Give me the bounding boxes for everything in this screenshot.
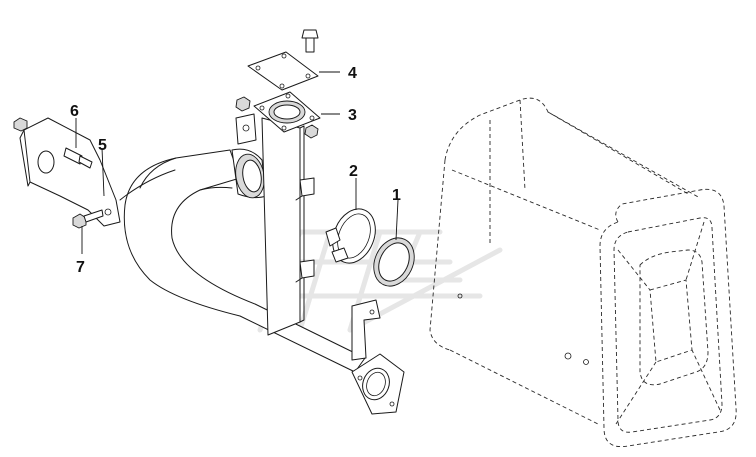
part-4-cover-plate <box>247 29 319 91</box>
flange-nuts <box>235 96 319 139</box>
callout-6: 6 <box>70 103 79 120</box>
exhaust-pipe <box>123 148 366 373</box>
callout-3: 3 <box>348 107 357 124</box>
callout-5: 5 <box>98 137 107 154</box>
muffler-body <box>429 97 701 426</box>
part-3-flange-plate <box>253 91 321 133</box>
callout-1: 1 <box>392 187 401 204</box>
outlet-flange <box>351 299 405 415</box>
leader-lines <box>75 71 399 254</box>
vertical-pipe <box>235 113 315 336</box>
muffler-end-frame <box>599 188 737 448</box>
part-6-bolt <box>63 147 93 169</box>
callout-4: 4 <box>348 65 357 82</box>
callout-7: 7 <box>76 259 85 276</box>
part-1-gasket-ring <box>373 237 415 287</box>
callout-2: 2 <box>349 163 358 180</box>
part-7-bolt <box>72 209 104 229</box>
part-2-clamp <box>325 208 376 264</box>
part-5-mounting-bracket <box>19 117 176 227</box>
bracket-nut <box>13 117 28 132</box>
